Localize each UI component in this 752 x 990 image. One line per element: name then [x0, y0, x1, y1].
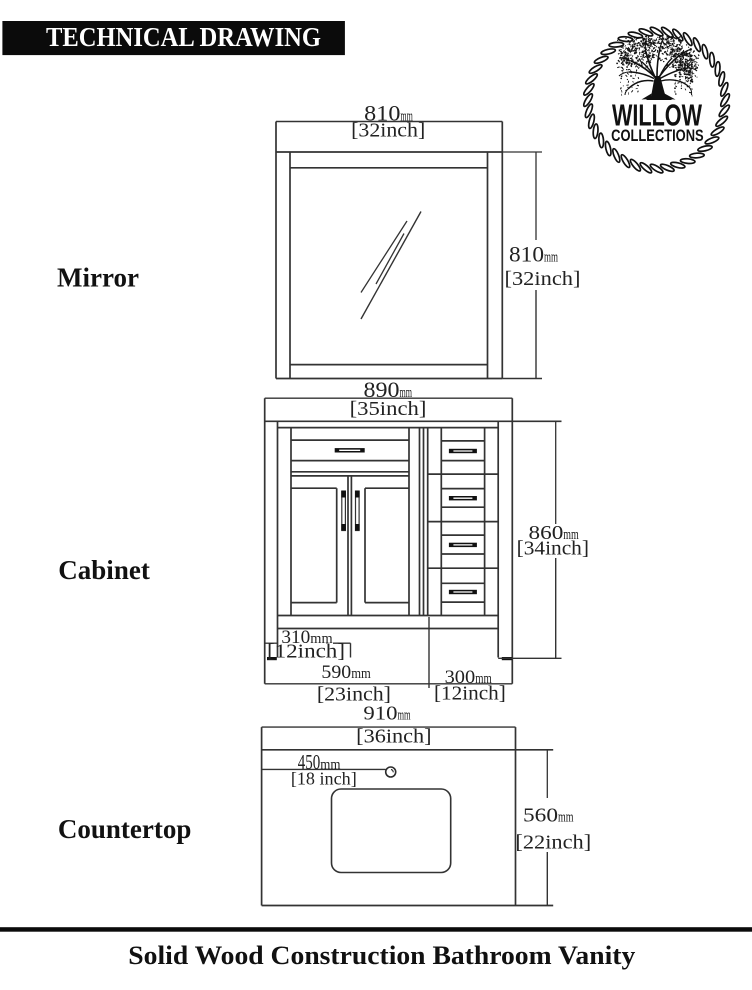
svg-text:810: 810: [364, 100, 400, 125]
svg-text:300: 300: [445, 667, 476, 688]
svg-text:590: 590: [321, 662, 351, 683]
svg-text:[32inch]: [32inch]: [351, 120, 425, 142]
svg-text:mm: mm: [544, 249, 558, 265]
svg-text:560: 560: [523, 805, 558, 827]
svg-text:mm: mm: [558, 810, 574, 826]
svg-text:[12inch]: [12inch]: [434, 683, 506, 705]
svg-text:mm: mm: [398, 708, 411, 724]
svg-text:Solid Wood Construction Bathro: Solid Wood Construction Bathroom Vanity: [128, 941, 635, 970]
svg-text:[36inch]: [36inch]: [356, 726, 431, 748]
svg-text:[12inch]: [12inch]: [267, 640, 345, 662]
svg-text:[23inch]: [23inch]: [317, 683, 391, 705]
svg-text:TECHNICAL DRAWING: TECHNICAL DRAWING: [46, 22, 321, 52]
svg-text:mm: mm: [563, 527, 579, 543]
svg-text:mm: mm: [400, 385, 413, 401]
svg-text:[35inch]: [35inch]: [350, 398, 427, 420]
svg-text:[34inch]: [34inch]: [517, 538, 589, 560]
svg-text:COLLECTIONS: COLLECTIONS: [611, 126, 704, 145]
svg-text:mm: mm: [351, 666, 371, 682]
svg-text:910: 910: [363, 703, 397, 725]
svg-text:WILLOW: WILLOW: [612, 98, 703, 133]
svg-text:Mirror: Mirror: [57, 263, 139, 293]
svg-text:[32inch]: [32inch]: [505, 268, 581, 290]
svg-text:Countertop: Countertop: [58, 814, 192, 844]
svg-text:mm: mm: [475, 671, 492, 687]
svg-text:mm: mm: [320, 757, 340, 773]
svg-text:Cabinet: Cabinet: [58, 555, 150, 585]
svg-text:450: 450: [298, 750, 321, 774]
svg-text:mm: mm: [310, 631, 333, 647]
svg-text:mm: mm: [400, 108, 413, 124]
svg-text:860: 860: [529, 522, 564, 544]
svg-text:310: 310: [281, 627, 310, 648]
svg-text:810: 810: [509, 241, 544, 266]
svg-text:[22inch]: [22inch]: [515, 831, 591, 853]
svg-text:890: 890: [364, 377, 400, 402]
svg-text:[18 inch]: [18 inch]: [291, 769, 357, 789]
